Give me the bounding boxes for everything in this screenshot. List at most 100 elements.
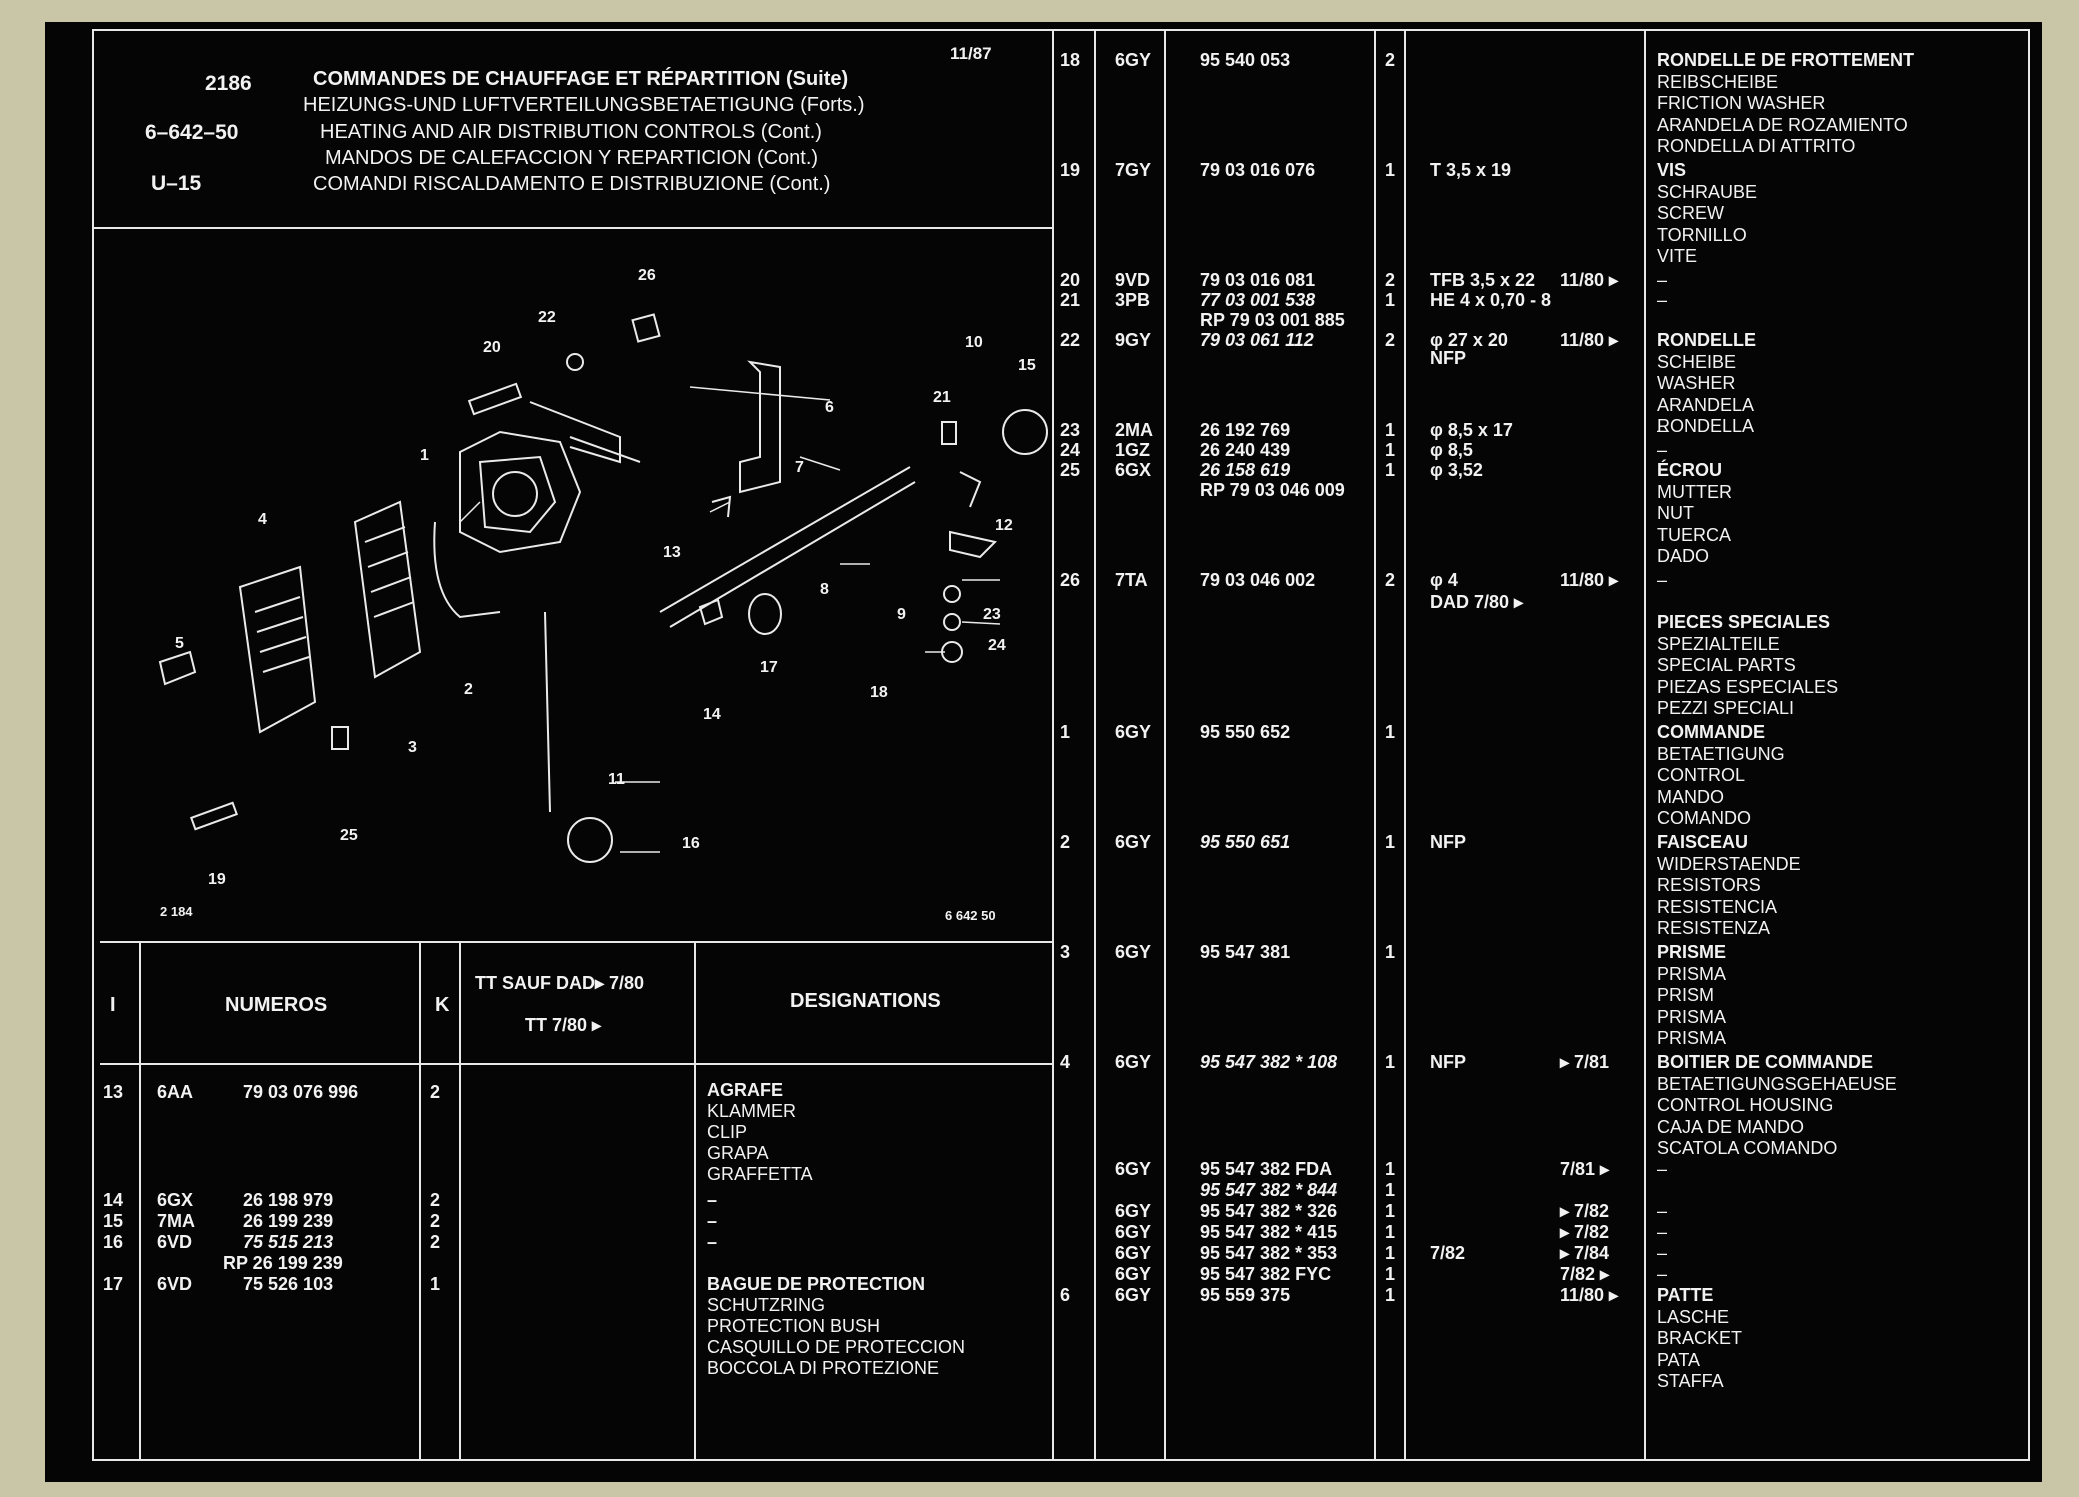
screw-20-drawing: [467, 382, 523, 416]
row-index: 3: [1060, 942, 1071, 962]
callout-4: 4: [258, 511, 267, 528]
row-designation: –: [707, 1190, 718, 1210]
cable-11-drawing: [544, 611, 551, 813]
row-date: 11/80 ▸: [1560, 270, 1619, 290]
row-designation: LASCHE: [1657, 1306, 1730, 1327]
row-designation: BRACKET: [1657, 1328, 1743, 1348]
row-designation: GRAPA: [707, 1143, 769, 1163]
row-designation: –: [1657, 1243, 1668, 1263]
row-designation: SPECIAL PARTS: [1657, 655, 1796, 675]
part-9-drawing: [949, 530, 997, 559]
row-index: 24: [1060, 440, 1081, 460]
row-code: 6GY: [1115, 50, 1152, 70]
screw-19-drawing: [189, 801, 239, 831]
row-designation: RONDELLA: [1657, 416, 1755, 436]
row-designation: PRISME: [1657, 942, 1727, 962]
row-designation: –: [1657, 1264, 1668, 1284]
row-number: RP 26 199 239: [223, 1253, 343, 1273]
title-en: HEATING AND AIR DISTRIBUTION CONTROLS (C…: [320, 121, 822, 143]
row-code: 7MA: [157, 1211, 196, 1231]
row-designation: CONTROL HOUSING: [1657, 1095, 1834, 1115]
row-date: 7/81 ▸: [1560, 1159, 1610, 1179]
row-index: 25: [1060, 460, 1081, 480]
bush-17-drawing: [748, 593, 782, 635]
row-code: 1GZ: [1115, 440, 1151, 460]
row-designation: PRISMA: [1657, 963, 1727, 984]
row-designation: RESISTORS: [1657, 875, 1761, 895]
row-number: 95 550 651: [1200, 832, 1291, 852]
callout-2: 2: [464, 681, 473, 698]
parts-catalog-sheet: 2186 6–642–50 U–15 11/87 COMMANDES DE CH…: [45, 22, 2042, 1482]
row-code: 9GY: [1115, 330, 1152, 350]
row-code: 6GY: [1115, 942, 1152, 962]
row-designation: –: [1657, 270, 1668, 290]
row-code: 6GY: [1115, 1285, 1152, 1305]
callout-22: 22: [538, 309, 556, 326]
col-header-index: I: [110, 994, 116, 1016]
row-note: NFP: [1430, 1052, 1466, 1072]
row-number: 95 547 382 * 353: [1200, 1243, 1338, 1263]
row-number: 26 240 439: [1200, 440, 1291, 460]
row-note: HE 4 x 0,70 - 8: [1430, 290, 1552, 310]
row-designation: PIECES SPECIALES: [1657, 612, 1831, 632]
row-note: NFP: [1430, 348, 1466, 368]
row-designation: PROTECTION BUSH: [707, 1316, 881, 1336]
row-qty: 1: [1385, 440, 1396, 460]
row-designation: PATA: [1657, 1349, 1701, 1370]
row-index: 18: [1060, 50, 1081, 70]
row-index: 13: [103, 1082, 124, 1102]
row-code: 6GY: [1115, 1264, 1152, 1284]
row-qty: 1: [1385, 1285, 1396, 1305]
row-index: 4: [1060, 1052, 1071, 1072]
row-qty: 2: [430, 1190, 441, 1210]
row-designation: MANDO: [1657, 786, 1724, 807]
callout-17: 17: [760, 659, 778, 676]
callout-12: 12: [995, 517, 1013, 534]
row-number: 26 198 979: [243, 1190, 334, 1210]
row-designation: –: [707, 1211, 718, 1231]
washer-24-drawing: [943, 613, 961, 631]
row-code: 6GY: [1115, 1222, 1152, 1242]
row-qty: 1: [1385, 1264, 1396, 1284]
row-designation: PRISMA: [1657, 1028, 1727, 1048]
row-code: 2MA: [1115, 420, 1154, 440]
row-designation: NUT: [1657, 503, 1694, 523]
clip-26-drawing: [631, 313, 661, 343]
callout-20: 20: [483, 339, 501, 356]
row-qty: 1: [1385, 420, 1396, 440]
row-number: 26 192 769: [1200, 420, 1291, 440]
row-note: NFP: [1430, 832, 1466, 852]
row-designation: –: [1657, 1201, 1668, 1221]
row-note: T 3,5 x 19: [1430, 160, 1512, 180]
title-de: HEIZUNGS-UND LUFTVERTEILUNGSBETAETIGUNG …: [303, 94, 865, 116]
row-note: φ 4: [1430, 570, 1458, 590]
row-code: 6GY: [1115, 1052, 1152, 1072]
callout-10: 10: [965, 334, 983, 351]
row-code: 3PB: [1115, 290, 1151, 310]
callout-13: 13: [663, 544, 681, 561]
row-code: 6GY: [1115, 1159, 1152, 1179]
col-header-tt-2: TT 7/80 ▸: [525, 1015, 602, 1035]
row-index: 16: [103, 1232, 124, 1252]
row-number: 95 547 382 * 326: [1200, 1201, 1338, 1221]
row-designation: SCATOLA COMANDO: [1657, 1138, 1838, 1158]
header-ref-2: U–15: [151, 172, 202, 195]
row-date: 11/80 ▸: [1560, 570, 1619, 590]
row-qty: 1: [1385, 290, 1396, 310]
row-designation: CONTROL: [1657, 765, 1746, 785]
table-grid: [92, 29, 2030, 1461]
row-designation: SCREW: [1657, 203, 1724, 223]
row-code: 6GY: [1115, 722, 1152, 742]
part-21-drawing: [941, 421, 957, 445]
title-es: MANDOS DE CALEFACCION Y REPARTICION (Con…: [325, 147, 819, 169]
row-designation: ARANDELA DE ROZAMIENTO: [1657, 114, 1908, 135]
row-number: 75 515 213: [243, 1232, 334, 1252]
row-designation: PRISM: [1657, 985, 1715, 1005]
row-index: 26: [1060, 570, 1081, 590]
row-qty: 1: [1385, 1201, 1396, 1221]
row-number: 79 03 016 076: [1200, 160, 1316, 180]
row-qty: 1: [1385, 460, 1396, 480]
callout-14: 14: [703, 706, 721, 723]
row-index: 1: [1060, 722, 1071, 742]
row-designation: WIDERSTAENDE: [1657, 853, 1801, 874]
